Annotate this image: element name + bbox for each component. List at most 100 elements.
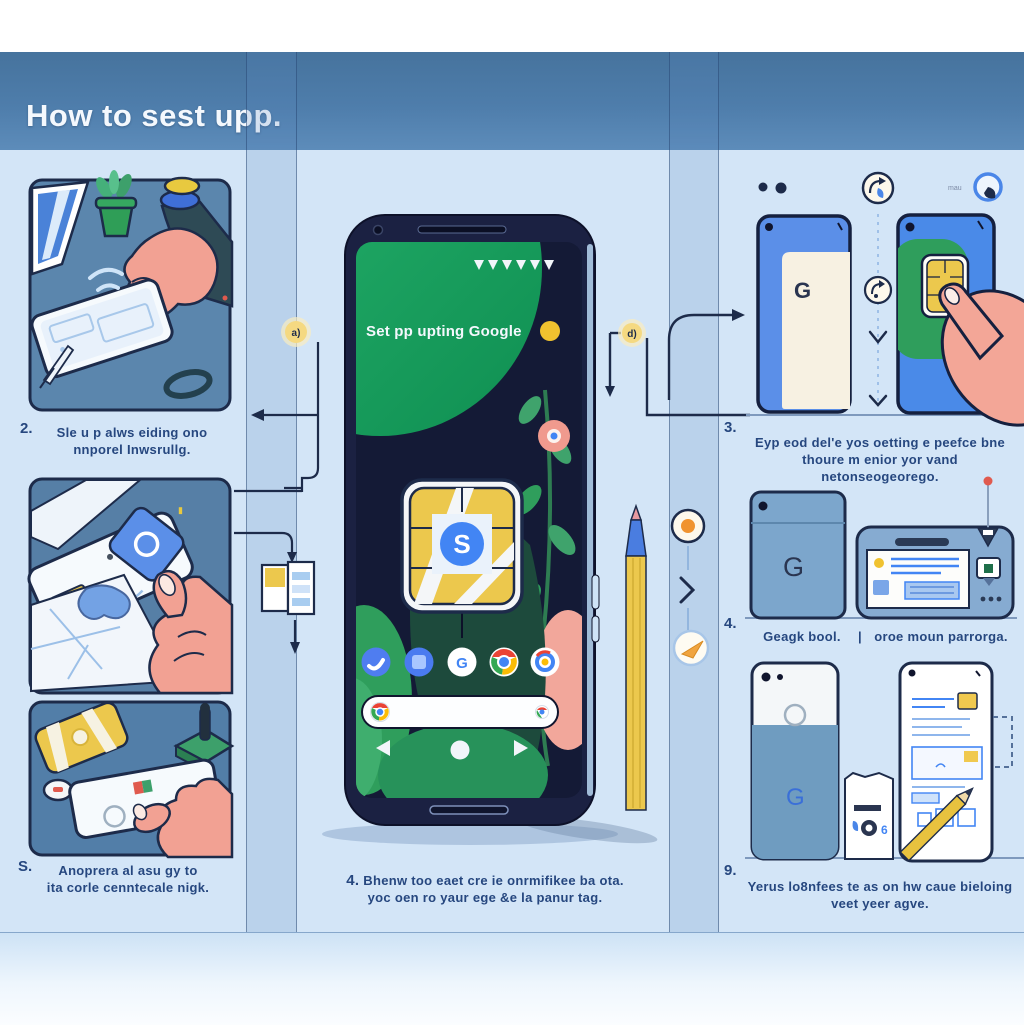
header-band <box>0 52 1024 150</box>
fold-strip-right <box>669 52 719 932</box>
cable-loop-icon <box>163 369 213 399</box>
card-reader-device <box>855 525 1015 620</box>
comma-icon <box>852 821 859 831</box>
receipt-card: 6 <box>844 771 894 860</box>
paper-corner <box>30 479 143 551</box>
front-camera-icon <box>372 224 384 236</box>
svg-text:▮: ▮ <box>178 505 183 515</box>
panel-1-illustration <box>28 170 234 412</box>
badge-d: d) <box>627 329 636 340</box>
sim-letter: S <box>453 529 470 559</box>
right-step9-illustration: G 6 <box>745 661 1024 863</box>
step-s-caption: Anoprera al asu gy to ita corle cennteca… <box>46 863 210 895</box>
step-4-caption-left: Geagk bool. <box>763 629 841 644</box>
sim-card-blue <box>108 506 185 582</box>
refresh-step-icon <box>861 171 895 205</box>
right-top-icons: mau <box>758 171 1003 205</box>
camera-dot-icon <box>905 222 915 232</box>
eject-pill-icon <box>42 778 74 802</box>
step-s-number: S. <box>18 858 33 875</box>
google-app-icon[interactable] <box>447 647 477 677</box>
bottom-speaker-icon <box>429 805 509 815</box>
step-4-divider: | <box>858 629 862 644</box>
g-logo: G <box>786 784 805 811</box>
step-4-caption-right: oroe moun parrorga. <box>874 629 1008 644</box>
form-phone <box>898 661 994 863</box>
pixel-phone-front: G <box>756 214 852 414</box>
nav-bar <box>376 740 528 760</box>
back-button[interactable] <box>376 740 390 756</box>
step-9-caption: Yerus lo8nfees te as on hw caue bieloing… <box>747 879 1013 911</box>
dot-icon <box>775 182 787 194</box>
tablet-icon <box>30 180 90 276</box>
volume-button[interactable] <box>591 615 600 643</box>
arrow-down-icon <box>290 642 300 654</box>
chip-icon <box>976 557 1001 586</box>
center-caption: 4. Bhenw too eaet cre ie onrmifikee ba o… <box>346 872 624 905</box>
dashed-bracket <box>993 716 1013 768</box>
sim-card-icon: S <box>400 478 524 614</box>
power-button[interactable] <box>591 574 600 610</box>
right-gutter-connectors: d) <box>605 309 750 811</box>
blue-splash-icon <box>77 584 131 620</box>
tiny-label: mau <box>948 185 962 192</box>
chrome-icon <box>370 702 390 722</box>
svg-text:G: G <box>456 655 468 672</box>
center-caption-number: 4. <box>346 872 360 889</box>
step-3-number: 3. <box>724 419 737 436</box>
camera-dot-icon <box>758 501 768 511</box>
camera-dot-icon <box>765 223 773 231</box>
plant-icon <box>94 170 138 238</box>
cards-icon <box>260 560 316 616</box>
pencil-icon <box>625 503 647 811</box>
home-button[interactable] <box>450 740 470 760</box>
digit: 6 <box>881 823 888 837</box>
flower-icon <box>538 420 570 452</box>
g-logo: G <box>794 278 811 303</box>
camera-dot-icon <box>777 674 783 680</box>
ellipsis-icon <box>980 596 1002 602</box>
send-step-icon <box>672 629 710 667</box>
flags-icon <box>474 260 554 270</box>
phone-app-icon[interactable] <box>361 647 391 677</box>
chevron-down-icon <box>868 330 888 345</box>
browser-app-icon[interactable] <box>530 647 560 677</box>
camera-dot-icon <box>761 672 771 682</box>
right-step3-illustration: G <box>746 213 1024 427</box>
g-logo: G <box>783 552 804 582</box>
page-title: How to sest upp. <box>26 98 282 133</box>
step-2-caption: Sle u p alws eiding ono nnporel Inwsrull… <box>56 425 208 457</box>
panel-2-illustration: ▮ <box>27 477 234 695</box>
hand <box>938 282 1024 427</box>
green-blob <box>356 242 542 436</box>
screen-title: Set pp upting Google <box>366 323 522 340</box>
arrow-left-icon <box>251 409 264 421</box>
center-phone-illustration: Set pp upting Google S G <box>322 214 658 845</box>
pin-marker-icon <box>976 476 1000 548</box>
arrow-down-icon <box>287 552 297 563</box>
pencil-icon <box>899 787 974 862</box>
fingerprint-ring-icon <box>783 703 807 727</box>
chrome-app-icon[interactable] <box>489 647 519 677</box>
pedestal-icon <box>173 703 235 774</box>
pixel-phone-back-two-tone: G <box>750 661 840 861</box>
hand <box>148 569 234 695</box>
search-bar[interactable] <box>361 695 559 729</box>
step-4-number: 4. <box>724 615 737 632</box>
right-step4-illustration: G <box>745 476 1017 620</box>
recents-button[interactable] <box>514 740 528 756</box>
mic-icon <box>535 705 549 719</box>
badge-a: a) <box>292 328 301 339</box>
top-white-strip <box>0 0 1024 52</box>
pixel-phone-back: G <box>749 490 847 620</box>
step-3-caption: Eyp eod del'e yos oetting e peefce bne t… <box>755 435 1005 484</box>
sim-ejector-pin-icon <box>39 344 75 389</box>
earpiece-icon <box>417 225 507 234</box>
signal-swoosh-icon <box>88 267 124 292</box>
folder-icon <box>957 692 978 710</box>
arrow-right-icon <box>732 309 745 321</box>
arrow-down-icon <box>605 386 615 397</box>
chevron-down-icon <box>868 394 888 407</box>
swap-step-icon <box>863 275 893 305</box>
